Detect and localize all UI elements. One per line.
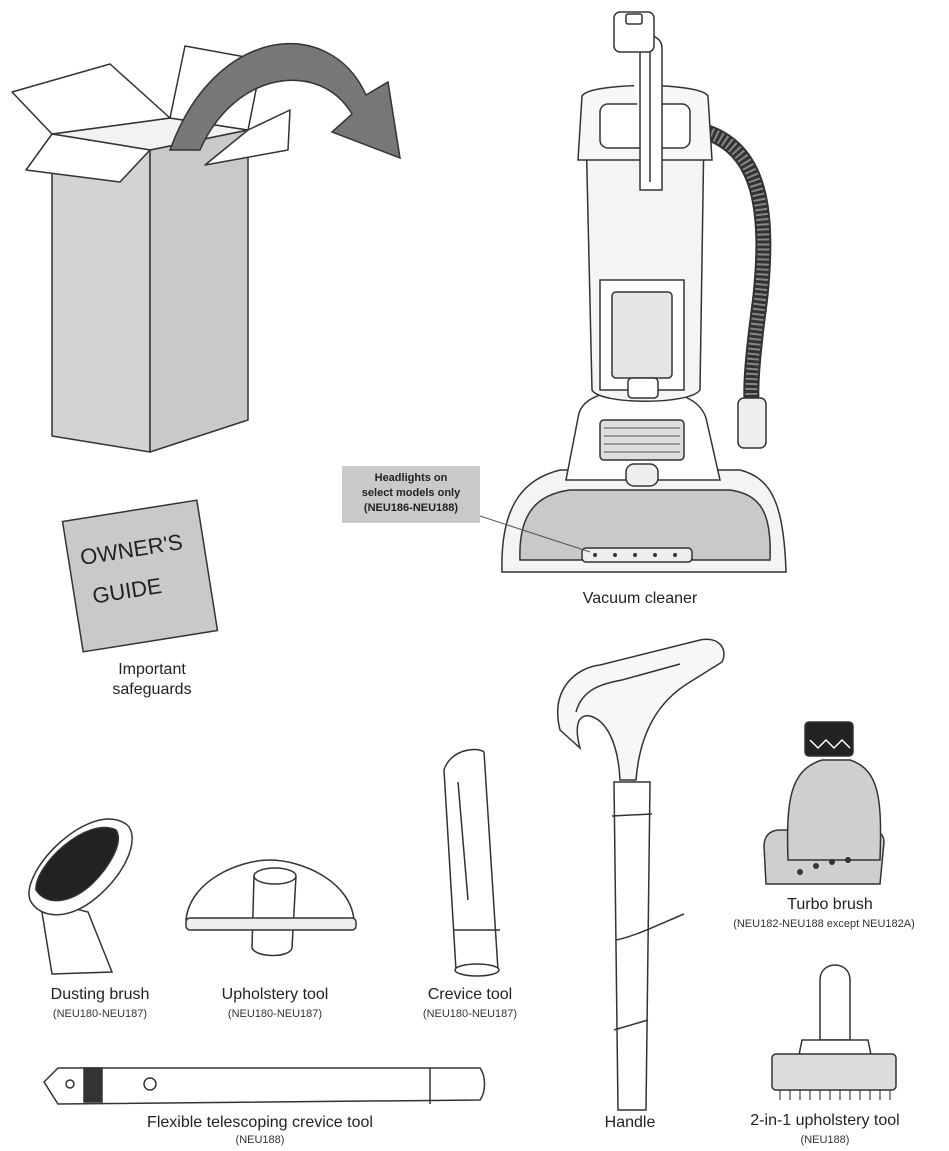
upholstery-2in1-illustration bbox=[771, 964, 897, 1100]
callout-line2: select models only bbox=[361, 487, 461, 499]
crevice-tool-models: (NEU180-NEU187) bbox=[422, 1008, 518, 1020]
crevice-tool-illustration bbox=[443, 748, 500, 977]
crevice-tool-label: Crevice tool bbox=[427, 986, 513, 1003]
turbo-brush-label: Turbo brush bbox=[787, 896, 873, 913]
flexible-crevice-tool-models: (NEU188) bbox=[235, 1134, 285, 1146]
safeguards-line2: safeguards bbox=[112, 681, 192, 698]
handle-label: Handle bbox=[604, 1114, 656, 1131]
box-illustration bbox=[11, 45, 291, 453]
owners-guide-booklet: OWNER'S GUIDE bbox=[61, 499, 219, 653]
dusting-brush-label: Dusting brush bbox=[50, 986, 150, 1003]
dusting-brush-models: (NEU180-NEU187) bbox=[52, 1008, 148, 1020]
vacuum-label: Vacuum cleaner bbox=[582, 590, 698, 607]
upholstery-tool-illustration bbox=[185, 859, 357, 957]
safeguards-line1: Important bbox=[118, 661, 186, 678]
headlights-callout: Headlights on select models only (NEU186… bbox=[342, 466, 480, 523]
dusting-brush-illustration bbox=[28, 818, 133, 975]
callout-leader-line bbox=[479, 515, 591, 553]
upholstery-tool-label: Upholstery tool bbox=[221, 986, 329, 1003]
turbo-brush-illustration bbox=[763, 721, 885, 885]
callout-line1: Headlights on bbox=[374, 472, 448, 484]
callout-line3: (NEU186-NEU188) bbox=[363, 502, 459, 514]
safeguards-label: Important safeguards bbox=[82, 660, 222, 700]
upholstery-2in1-models: (NEU188) bbox=[800, 1134, 850, 1146]
flexible-crevice-tool-illustration bbox=[43, 1067, 486, 1105]
flexible-crevice-tool-label: Flexible telescoping crevice tool bbox=[147, 1114, 373, 1131]
vacuum-cleaner-illustration bbox=[501, 11, 787, 573]
arrow-icon bbox=[168, 42, 401, 160]
upholstery-tool-models: (NEU180-NEU187) bbox=[227, 1008, 323, 1020]
turbo-brush-models: (NEU182-NEU188 except NEU182A) bbox=[733, 918, 915, 930]
handle-illustration bbox=[557, 638, 725, 1111]
upholstery-2in1-label: 2-in-1 upholstery tool bbox=[750, 1112, 900, 1129]
